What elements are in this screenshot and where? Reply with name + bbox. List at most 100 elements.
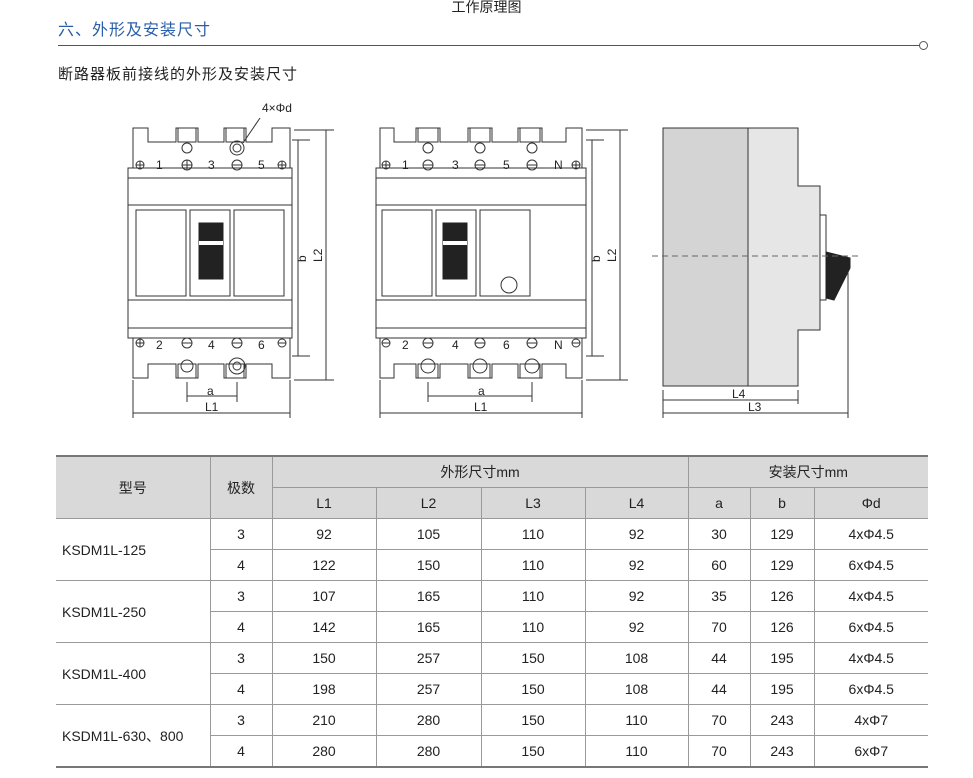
outline-drawing: 4×Φd 1 3 5 2 4 6 a L1 b L2 1 3 5 N 2 4 6…: [127, 101, 860, 418]
value-cell: 110: [584, 735, 689, 768]
dimension-spec-table: 型号 极数 外形尺寸mm 安装尺寸mm L1 L2 L3 L4 a b Φd K…: [56, 455, 928, 768]
value-cell: 107: [271, 580, 377, 612]
value-cell: 110: [584, 704, 689, 736]
value-cell: 92: [584, 580, 689, 612]
value-cell: 280: [375, 704, 482, 736]
value-cell: 280: [271, 735, 377, 768]
value-cell: 60: [687, 549, 751, 581]
value-cell: 129: [749, 518, 815, 550]
value-cell: 210: [271, 704, 377, 736]
value-cell: 126: [749, 611, 815, 643]
header-col: L4: [584, 487, 689, 519]
side-view: [652, 127, 860, 418]
header-model: 型号: [56, 455, 211, 519]
dimension-l3-label: L3: [748, 400, 762, 414]
dimension-l2-label: L2: [311, 248, 325, 262]
value-cell: 110: [480, 518, 586, 550]
terminal-number-3p-top: 3: [208, 158, 215, 172]
value-cell: 257: [375, 642, 482, 674]
terminal-number-3p-bottom: 6: [258, 338, 265, 352]
terminal-number-4p-bottom: 4: [452, 338, 459, 352]
model-cell: KSDM1L-400: [56, 642, 211, 705]
model-cell: KSDM1L-125: [56, 518, 211, 581]
value-cell: 92: [584, 518, 689, 550]
value-cell: 150: [480, 704, 586, 736]
dimension-b-label: b: [295, 255, 309, 262]
hole-diameter-label: 4×Φd: [262, 101, 292, 115]
value-cell: 129: [749, 549, 815, 581]
front-view-3-pole: [127, 117, 334, 418]
dimension-a-label: a: [478, 384, 485, 398]
drawing-subtitle: 断路器板前接线的外形及安装尺寸: [58, 66, 299, 83]
header-col: a: [687, 487, 751, 519]
value-cell: 70: [687, 611, 751, 643]
value-cell: 243: [749, 704, 815, 736]
terminal-number-4p-bottom: N: [554, 338, 563, 352]
header-col: Φd: [813, 487, 928, 519]
value-cell: 92: [584, 549, 689, 581]
screw-icon: [135, 140, 287, 171]
header-col: L2: [375, 487, 482, 519]
value-cell: 4xΦ4.5: [813, 518, 928, 550]
value-cell: 122: [271, 549, 377, 581]
value-cell: 35: [687, 580, 751, 612]
value-cell: 110: [480, 580, 586, 612]
poles-cell: 4: [210, 673, 273, 705]
value-cell: 108: [584, 673, 689, 705]
model-cell: KSDM1L-630、800: [56, 704, 211, 768]
value-cell: 165: [375, 611, 482, 643]
terminal-number-4p-top: N: [554, 158, 563, 172]
value-cell: 6xΦ4.5: [813, 673, 928, 705]
terminal-number-4p-top: 5: [503, 158, 510, 172]
header-outline-dimensions: 外形尺寸mm: [271, 455, 689, 488]
value-cell: 195: [749, 673, 815, 705]
value-cell: 105: [375, 518, 482, 550]
page-top-title: 工作原理图: [451, 0, 522, 15]
poles-cell: 4: [210, 735, 273, 768]
value-cell: 280: [375, 735, 482, 768]
section-divider: [58, 45, 920, 46]
value-cell: 6xΦ7: [813, 735, 928, 768]
value-cell: 108: [584, 642, 689, 674]
value-cell: 150: [480, 642, 586, 674]
poles-cell: 3: [209, 580, 273, 612]
terminal-number-4p-top: 3: [452, 158, 459, 172]
header-col: L3: [480, 487, 586, 519]
value-cell: 4xΦ7: [813, 704, 928, 736]
value-cell: 92: [584, 611, 689, 643]
section-title: 六、外形及安装尺寸: [58, 22, 212, 39]
value-cell: 110: [480, 549, 586, 581]
value-cell: 165: [375, 580, 482, 612]
terminal-number-3p-bottom: 2: [156, 338, 163, 352]
screw-icon: [381, 142, 581, 374]
value-cell: 142: [271, 611, 377, 643]
header-poles: 极数: [209, 455, 273, 519]
divider-end-circle-icon: [919, 41, 928, 50]
poles-cell: 3: [209, 704, 273, 736]
screw-icon: [135, 337, 287, 375]
value-cell: 150: [480, 735, 586, 768]
value-cell: 6xΦ4.5: [813, 611, 928, 643]
value-cell: 243: [749, 735, 815, 768]
dimension-l1-label: L1: [474, 400, 488, 414]
value-cell: 92: [271, 518, 377, 550]
terminal-number-4p-bottom: 2: [402, 338, 409, 352]
header-col: L1: [272, 487, 377, 519]
poles-cell: 3: [209, 518, 273, 550]
poles-cell: 4: [210, 611, 273, 643]
value-cell: 4xΦ4.5: [813, 642, 928, 674]
poles-cell: 3: [209, 642, 273, 674]
dimension-l4-label: L4: [732, 387, 746, 401]
value-cell: 195: [749, 642, 815, 674]
terminal-number-3p-top: 1: [156, 158, 163, 172]
dimension-l1-label: L1: [205, 400, 219, 414]
header-col: b: [749, 487, 815, 519]
terminal-number-4p-bottom: 6: [503, 338, 510, 352]
terminal-number-3p-bottom: 4: [208, 338, 215, 352]
value-cell: 198: [271, 673, 377, 705]
value-cell: 110: [480, 611, 586, 643]
